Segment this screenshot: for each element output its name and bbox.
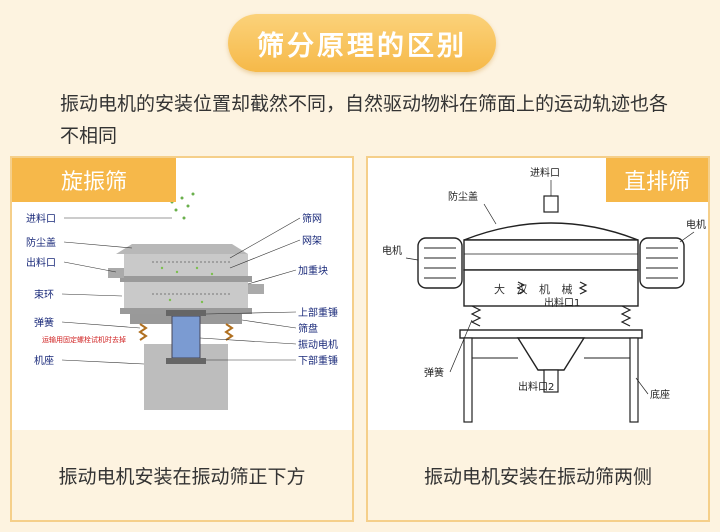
label-outlet-2: 出料口2 — [518, 380, 554, 393]
label-spring: 弹簧 — [34, 316, 54, 329]
label-motor-left: 电机 — [382, 244, 402, 257]
label-outlet: 出料口 — [26, 256, 56, 269]
rotary-sieve-diagram: 进料口 防尘盖 出料口 束环 弹簧 运输用固定螺栓试机时去掉 机座 筛网 网架 … — [12, 158, 352, 428]
label-base: 底座 — [650, 388, 670, 401]
label-motor: 振动电机 — [298, 338, 338, 351]
label-dust-cover: 防尘盖 — [448, 190, 478, 203]
label-spring: 弹簧 — [424, 366, 444, 379]
caption-straight-sieve: 振动电机安装在振动筛两侧 — [368, 430, 708, 520]
tag-straight-sieve: 直排筛 — [606, 158, 708, 202]
brand-mark: 大 汉 机 械 — [494, 282, 577, 296]
label-outlet-1: 出料口1 — [544, 296, 580, 309]
label-upper-hammer: 上部重锤 — [298, 306, 338, 319]
label-weight-block: 加重块 — [298, 264, 328, 277]
label-dust-cover: 防尘盖 — [26, 236, 56, 249]
label-base: 机座 — [34, 354, 54, 367]
label-screen-frame: 网架 — [302, 235, 322, 247]
label-motor-right: 电机 — [686, 218, 706, 231]
label-lower-hammer: 下部重锤 — [298, 354, 338, 367]
label-clamp-ring: 束环 — [34, 289, 54, 301]
page-title: 筛分原理的区别 — [257, 30, 467, 62]
label-screen-plate: 筛盘 — [298, 322, 318, 335]
label-inlet: 进料口 — [530, 166, 560, 179]
label-inlet: 进料口 — [26, 212, 56, 225]
panel-straight-sieve: 大 汉 机 械 进料口 防尘盖 电机 电机 — [366, 156, 710, 522]
intro-text: 振动电机的安装位置却截然不同，自然驱动物料在筛面上的运动轨迹也各不相同 — [60, 93, 669, 147]
caption-rotary-sieve: 振动电机安装在振动筛正下方 — [12, 430, 352, 520]
straight-sieve-diagram: 大 汉 机 械 进料口 防尘盖 电机 电机 — [368, 158, 708, 428]
label-warning: 运输用固定螺栓试机时去掉 — [42, 335, 126, 344]
panel-rotary-sieve: 进料口 防尘盖 出料口 束环 弹簧 运输用固定螺栓试机时去掉 机座 筛网 网架 … — [10, 156, 354, 522]
tag-rotary-sieve: 旋振筛 — [12, 158, 176, 202]
title-banner: 筛分原理的区别 — [228, 14, 496, 72]
label-screen-mesh: 筛网 — [302, 212, 322, 225]
